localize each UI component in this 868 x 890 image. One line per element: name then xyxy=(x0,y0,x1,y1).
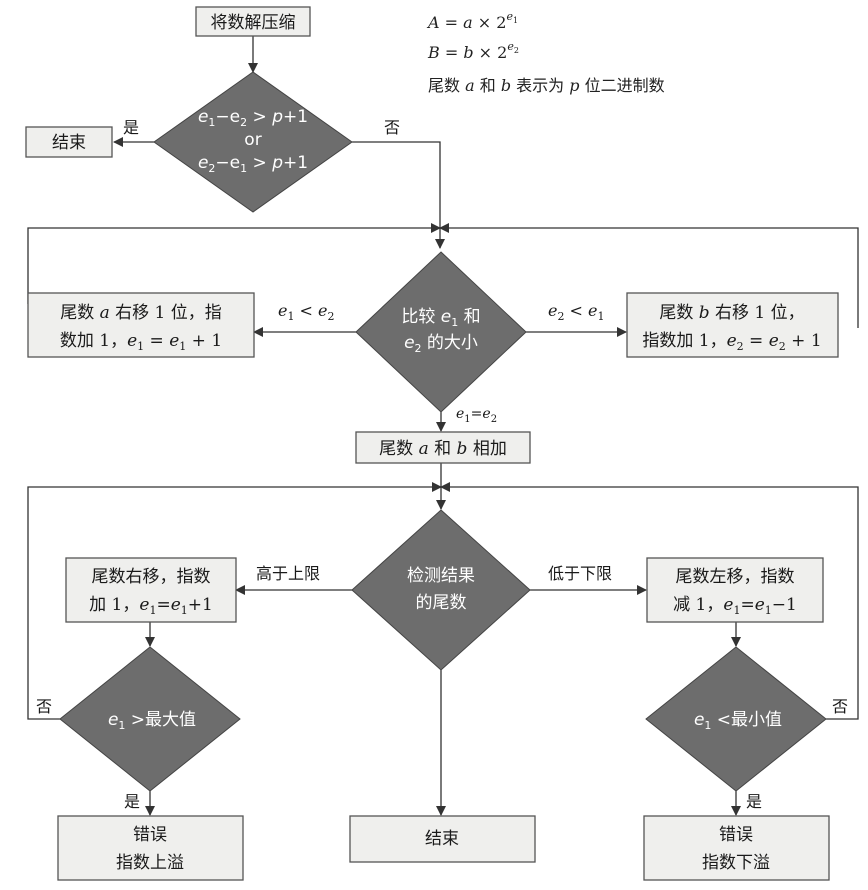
edge-loop-underflow-no xyxy=(441,486,859,720)
range-check-line2: or xyxy=(244,130,261,150)
edge-labels: 是 否 e1 < e2 e2 < e1 e1=e2 高于上限 低于下限 否 否 … xyxy=(36,118,848,811)
arrowhead-max xyxy=(145,637,155,647)
shift-b-line1: 尾数 b 右移 1 位， xyxy=(659,303,804,323)
label-below-lower: 低于下限 xyxy=(548,564,612,583)
formula-a: A = a × 2e1 xyxy=(426,10,518,32)
node-end-bottom-label: 结束 xyxy=(425,829,459,849)
check-max-label: e1 >最大值 xyxy=(108,710,196,732)
overflow-line2: 指数上溢 xyxy=(116,853,184,873)
arrowhead-end-top xyxy=(113,137,123,147)
label-no-top: 否 xyxy=(384,118,400,137)
decision-range-check: e1−e2 > p+1 or e2−e1 > p+1 xyxy=(153,71,353,213)
formula-mantissa-note: 尾数 a 和 b 表示为 p 位二进制数 xyxy=(428,76,665,95)
shift-a-line2: 数加 1，e1 = e1 + 1 xyxy=(60,331,222,353)
edge-loop-a xyxy=(27,227,440,304)
check-result-line2: 的尾数 xyxy=(416,593,467,613)
check-result-line1: 检测结果 xyxy=(407,566,475,586)
edge-range-no xyxy=(352,141,441,248)
label-yes-left: 是 xyxy=(124,792,140,811)
node-decompress-label: 将数解压缩 xyxy=(211,13,296,33)
decision-compare-exponents: 比较 e1 和 e2 的大小 xyxy=(355,251,527,413)
node-overflow: 错误 指数上溢 xyxy=(57,815,244,881)
arrowhead-min xyxy=(731,637,741,647)
arrowhead-range xyxy=(248,63,258,73)
range-check-line1: e1−e2 > p+1 xyxy=(198,107,308,129)
arrowhead-merge-left-2 xyxy=(432,482,442,492)
shift-left-line2: 减 1，e1=e1−1 xyxy=(673,595,797,617)
node-shift-b: 尾数 b 右移 1 位， 指数加 1，e2 = e2 + 1 xyxy=(626,292,839,358)
shift-b-line2: 指数加 1，e2 = e2 + 1 xyxy=(642,331,821,353)
node-underflow: 错误 指数下溢 xyxy=(643,815,830,881)
formula-annotation: A = a × 2e1 B = b × 2e2 尾数 a 和 b 表示为 p 位… xyxy=(426,10,665,95)
node-shift-left: 尾数左移，指数 减 1，e1=e1−1 xyxy=(646,557,824,623)
arrowhead-merge-right-2 xyxy=(440,482,450,492)
label-e1-lt-e2: e1 < e2 xyxy=(278,301,335,323)
label-no-left: 否 xyxy=(36,697,52,716)
label-e1-eq-e2: e1=e2 xyxy=(456,406,497,425)
node-end-bottom: 结束 xyxy=(349,815,536,863)
arrowhead-shift-b xyxy=(617,327,627,337)
shift-right-line2: 加 1，e1=e1+1 xyxy=(89,595,213,617)
underflow-line1: 错误 xyxy=(719,825,753,845)
arrowhead-overflow xyxy=(145,806,155,816)
label-e2-lt-e1: e2 < e1 xyxy=(548,301,605,323)
node-shift-a: 尾数 a 右移 1 位，指 数加 1，e1 = e1 + 1 xyxy=(27,292,255,358)
arrowhead-end-bottom xyxy=(436,806,446,816)
label-yes-right: 是 xyxy=(746,792,762,811)
node-end-top: 结束 xyxy=(25,126,113,158)
add-mantissa-label: 尾数 a 和 b 相加 xyxy=(379,439,507,459)
arrowhead-compare-top xyxy=(435,239,445,249)
decision-check-min: e1 <最小值 xyxy=(645,646,827,792)
label-no-right: 否 xyxy=(832,697,848,716)
decision-check-max: e1 >最大值 xyxy=(59,646,241,792)
compare-line1: 比较 e1 和 xyxy=(401,307,480,329)
shift-right-line1: 尾数右移，指数 xyxy=(92,567,211,587)
node-add-mantissa: 尾数 a 和 b 相加 xyxy=(355,431,531,464)
label-above-upper: 高于上限 xyxy=(256,564,320,583)
decision-check-result: 检测结果 的尾数 xyxy=(351,509,531,671)
arrowhead-check xyxy=(436,500,446,510)
arrowhead-merge-left xyxy=(431,223,441,233)
formula-b: B = b × 2e2 xyxy=(427,40,519,62)
label-yes-top: 是 xyxy=(123,118,139,137)
arrowhead-shift-left xyxy=(637,585,647,595)
overflow-line1: 错误 xyxy=(133,825,167,845)
shift-left-line1: 尾数左移，指数 xyxy=(676,567,795,587)
arrowhead-underflow xyxy=(731,806,741,816)
arrowhead-shift-a xyxy=(253,327,263,337)
arrowheads xyxy=(113,63,741,816)
arrowhead-shift-right xyxy=(235,585,245,595)
shift-a-line1: 尾数 a 右移 1 位，指 xyxy=(60,303,222,323)
edge-loop-b xyxy=(440,227,859,328)
arrowhead-add xyxy=(436,422,446,432)
compare-line2: e2 的大小 xyxy=(404,333,478,355)
edge-loop-overflow-no xyxy=(27,486,441,720)
range-check-line3: e2−e1 > p+1 xyxy=(198,153,308,175)
check-min-label: e1 <最小值 xyxy=(694,710,782,732)
arrowhead-merge-right xyxy=(439,223,449,233)
node-decompress: 将数解压缩 xyxy=(195,6,311,37)
underflow-line2: 指数下溢 xyxy=(702,853,770,873)
node-end-top-label: 结束 xyxy=(52,133,86,153)
node-shift-right: 尾数右移，指数 加 1，e1=e1+1 xyxy=(65,557,237,623)
